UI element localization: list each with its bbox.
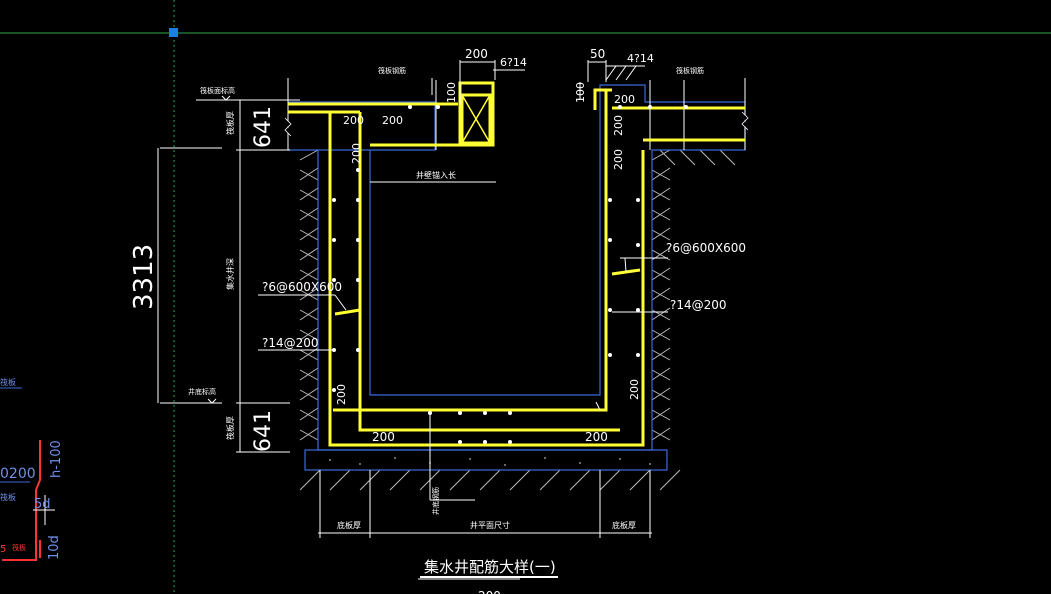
dim-lap-c: 200: [350, 143, 363, 164]
dim-bottom-200-left: 200: [372, 430, 395, 444]
label-wall-anchor: 井壁锚入长: [416, 170, 456, 180]
bar-label-right: ?14@200: [670, 298, 727, 312]
soil-hatch-right: [651, 149, 745, 441]
left-label-5d: 5d: [34, 497, 51, 512]
dim-top-200: 200: [465, 47, 488, 61]
concrete-outline: [288, 84, 746, 471]
dim-lap-g: 200: [335, 384, 348, 405]
bar-label-left: ?14@200: [262, 336, 319, 350]
dim-slab-top-641: 641: [251, 106, 276, 148]
dim-top-rebar-left: 6?14: [500, 56, 527, 69]
dim-lap-b: 200: [382, 114, 403, 127]
label-slab-rebar-right: 筏板钢筋: [676, 66, 704, 75]
label-base-thick-right: 底板厚: [612, 520, 636, 530]
dim-slab-bottom-641: 641: [251, 410, 276, 452]
soil-hatch-left: [298, 149, 319, 450]
label-slab-thick-bottom: 筏板厚: [225, 416, 235, 440]
label-slab-thick-top: 筏板厚: [225, 111, 235, 135]
tie-label-left: ?6@600X600: [262, 280, 342, 294]
rebar-lines: [288, 81, 745, 447]
dim-lap-f: 200: [612, 149, 625, 170]
title-sub: 200: [478, 589, 501, 594]
label-slab-elevation: 筏板面标高: [200, 86, 235, 95]
left-label-0200: 0200: [0, 466, 36, 482]
dim-well-depth: 3313: [129, 244, 159, 310]
dim-top-50: 50: [590, 47, 605, 61]
label-bottom-elevation: 井底标高: [188, 387, 216, 396]
dim-bottom-200-right: 200: [585, 430, 608, 444]
cushion-texture: [329, 457, 651, 466]
cursor-grip-handle[interactable]: [169, 28, 178, 37]
leader-lines: [157, 60, 668, 538]
dim-lap-a: 200: [343, 114, 364, 127]
label-base-thick-left: 底板厚: [337, 520, 361, 530]
label-well-plan-size: 井平面尺寸: [470, 520, 510, 530]
left-label-10d: 10d: [47, 535, 62, 560]
drawing-title: 集水井配筋大样(一): [424, 558, 556, 576]
rebar-stirrup-x: [461, 94, 491, 144]
dim-top-rebar-right: 4?14: [627, 52, 654, 65]
left-label-raft: 筏板: [0, 377, 16, 387]
dim-v-100-left: 100: [445, 82, 458, 103]
rebar-dots: [332, 105, 688, 444]
left-label-5: 5: [0, 544, 6, 555]
label-slab-rebar-left: 筏板钢筋: [378, 66, 406, 75]
left-detail-fragment: [0, 387, 55, 561]
dim-lap-h: 200: [628, 379, 641, 400]
dim-lap-e: 200: [612, 115, 625, 136]
label-well-depth: 集水井深: [225, 258, 235, 290]
dim-lap-d: 200: [614, 93, 635, 106]
left-label-h100: h-100: [49, 440, 64, 478]
tie-label-right: ?6@600X600: [666, 241, 746, 255]
dim-v-100-right: 100: [574, 82, 587, 103]
break-marks: [284, 111, 749, 137]
left-label-raft-3: 筏板: [12, 543, 26, 552]
label-bottom-rebar: 井底钢筋: [431, 487, 440, 515]
left-label-raft-2: 筏板: [0, 492, 16, 502]
soil-hatch-bottom: [299, 469, 681, 491]
slab-edges: [287, 78, 746, 150]
